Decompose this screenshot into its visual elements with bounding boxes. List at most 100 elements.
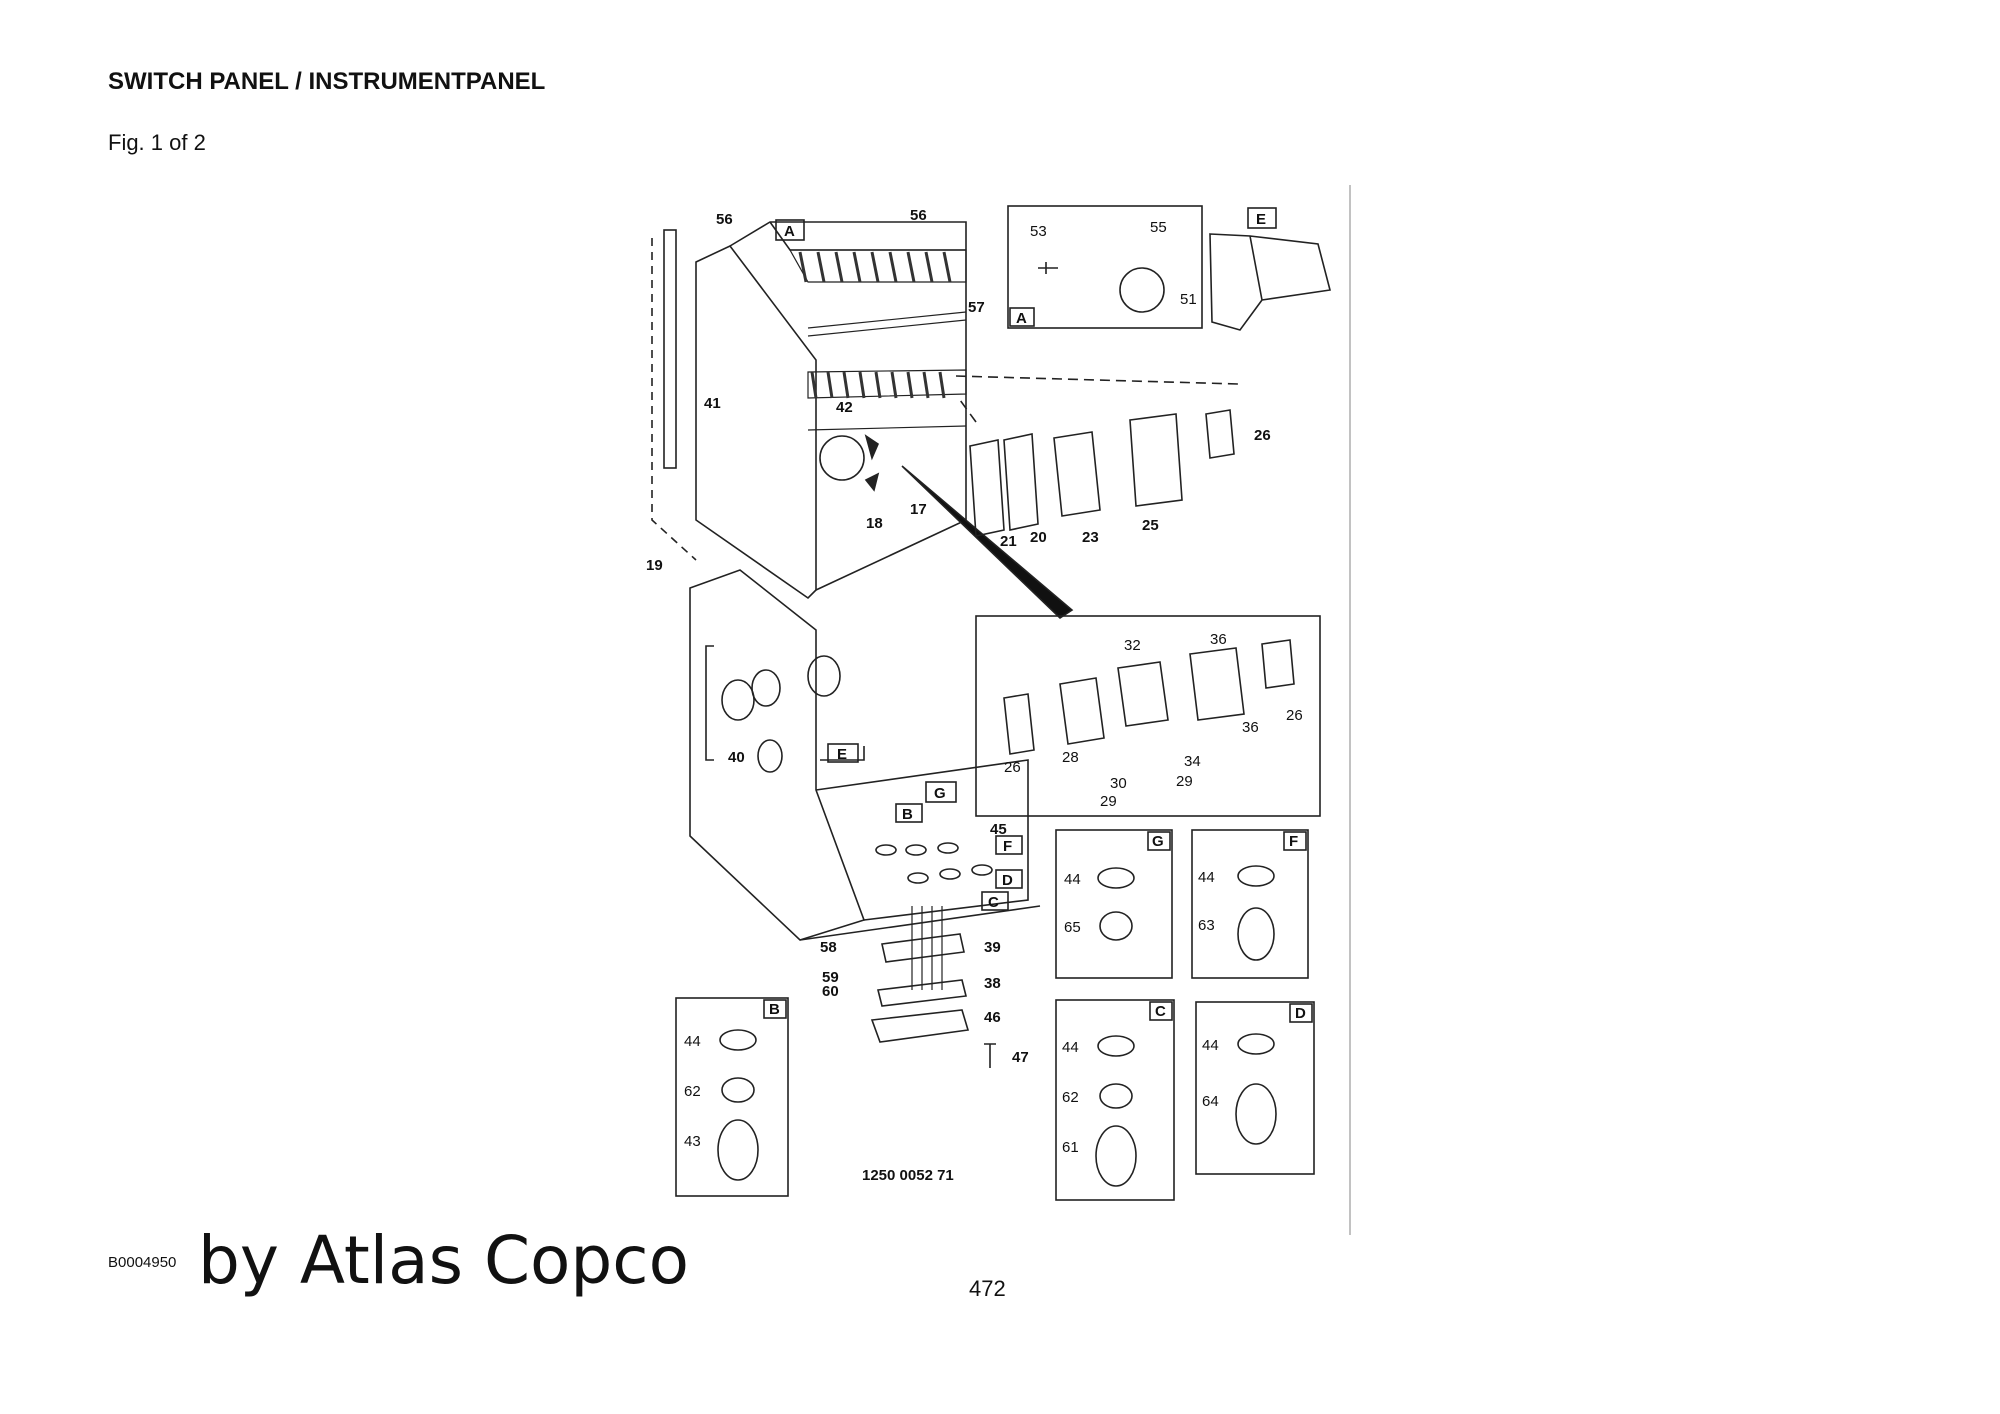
cable-gland-38: [877, 933, 967, 1007]
label-58: 58: [820, 939, 837, 956]
cabinet-side-plate: [695, 244, 817, 600]
label-47: 47: [1012, 1049, 1029, 1066]
detail-b-label-43: 43: [684, 1133, 701, 1150]
middle-rail: [807, 311, 967, 337]
detail-d-tag: [1289, 1003, 1313, 1023]
top-rail: [769, 221, 966, 251]
detail-pointer: [901, 465, 1074, 620]
tag-c: C: [988, 894, 999, 911]
push-button-40: [721, 679, 755, 721]
panel-lamp: [807, 655, 841, 697]
detail-a-view: A 53 55 51: [1007, 205, 1203, 329]
switch-detail-labels: 32 36 26 36 26 28 34 30 29 29: [1004, 631, 1303, 810]
tag-c-frame: [981, 891, 1009, 911]
sw-label-36-top: 36: [1210, 631, 1227, 648]
label-40: 40: [728, 749, 745, 766]
label-26: 26: [1254, 427, 1271, 444]
detail-f-label-63: 63: [1198, 917, 1215, 934]
label-23: 23: [1082, 529, 1099, 546]
tag-g: G: [934, 785, 946, 802]
main-part-labels: 56 56 57 41 42 18 17 19 21 20 23 25 26 4…: [646, 207, 1271, 1066]
detail-b-view: B 44 62 43: [675, 997, 789, 1197]
detail-f-frame: [1191, 829, 1309, 979]
panel-hole: [751, 669, 781, 707]
label-17: 17: [910, 501, 927, 518]
detail-g-label-44: 44: [1064, 871, 1081, 888]
label-57: 57: [968, 299, 985, 316]
lower-cabinet-face: [815, 759, 1029, 921]
switch-contact-26: [1003, 693, 1035, 755]
cabinet-bottom-edge: [799, 905, 1041, 941]
switch-knobs: [864, 434, 880, 492]
panel-hole-lower: [757, 739, 783, 773]
label-41: 41: [704, 395, 721, 412]
cabinet-frame: [729, 221, 967, 591]
sw-label-30: 30: [1110, 775, 1127, 792]
module-23: [1053, 431, 1101, 517]
switch-block-36: [1189, 647, 1245, 721]
tag-d-frame: [995, 869, 1023, 889]
detail-a-frame: [1007, 205, 1203, 329]
label-59: 59: [822, 969, 839, 986]
detail-c-letter: C: [1155, 1003, 1166, 1020]
detail-b-label-44: 44: [684, 1033, 701, 1050]
label-21: 21: [1000, 533, 1017, 550]
document-id: B0004950: [108, 1254, 177, 1271]
module-20: [1003, 433, 1039, 531]
detail-a-lamp: [1119, 267, 1165, 313]
detail-d-label-64: 64: [1202, 1093, 1219, 1110]
cable-bundle: [911, 906, 943, 990]
tag-b: B: [902, 806, 913, 823]
top-rail-slots: [788, 249, 967, 283]
main-cabinet: [651, 221, 1239, 1068]
page-title: SWITCH PANEL / INSTRUMENTPANEL: [108, 68, 546, 95]
tag-b-frame: [895, 803, 923, 823]
detail-d-frame: [1195, 1001, 1315, 1175]
detail-b-frame: [675, 997, 789, 1197]
detail-f-nut: [1237, 865, 1275, 887]
detail-g-frame: [1055, 829, 1173, 979]
detail-d-view: D 44 64: [1195, 1001, 1315, 1175]
detail-a-bolt: [1038, 262, 1058, 274]
switch-detail-view: [975, 615, 1321, 817]
drawing-number: 1250 0052 71: [862, 1167, 954, 1184]
label-19: 19: [646, 557, 663, 574]
page-number: 472: [969, 1276, 1006, 1301]
module-21: [969, 439, 1005, 537]
detail-c-label-62: 62: [1062, 1089, 1079, 1106]
module-dashed-boundary: [955, 375, 1239, 423]
detail-a-label-51: 51: [1180, 291, 1197, 308]
brand-signature: by Atlas Copco: [198, 1222, 689, 1299]
module-26: [1205, 409, 1235, 459]
label-60: 60: [822, 983, 839, 1000]
sw-label-26-right: 26: [1286, 707, 1303, 724]
switch-contact-26b: [1261, 639, 1295, 689]
detail-a-letter: A: [1016, 310, 1027, 327]
label-38: 38: [984, 975, 1001, 992]
detail-f-letter: F: [1289, 833, 1298, 850]
screw-47: [984, 1043, 996, 1068]
detail-e-view: E: [1209, 207, 1331, 331]
label-56-left: 56: [716, 211, 733, 228]
figure-caption: Fig. 1 of 2: [108, 130, 206, 155]
sw-label-32: 32: [1124, 637, 1141, 654]
switch-detail-frame: [975, 615, 1321, 817]
detail-d-body: [1235, 1083, 1277, 1145]
detail-b-tag: [763, 999, 787, 1019]
tag-f-frame: [995, 835, 1023, 855]
din-rail: [807, 369, 967, 399]
tag-a-frame: [775, 219, 805, 241]
detail-b-body: [717, 1119, 759, 1181]
view-letter-tags: A E G B F D C: [775, 219, 1023, 911]
detail-f-view: F 44 63: [1191, 829, 1309, 979]
sw-label-36-mid: 36: [1242, 719, 1259, 736]
tag-g-frame: [925, 781, 957, 803]
detail-c-nut: [1097, 1035, 1135, 1057]
switch-block-32: [1117, 661, 1169, 727]
detail-d-letter: D: [1295, 1005, 1306, 1022]
detail-e-letter: E: [1256, 211, 1266, 228]
detail-c-frame: [1055, 999, 1175, 1201]
detail-f-label-44: 44: [1198, 869, 1215, 886]
detail-b-letter: B: [769, 1001, 780, 1018]
